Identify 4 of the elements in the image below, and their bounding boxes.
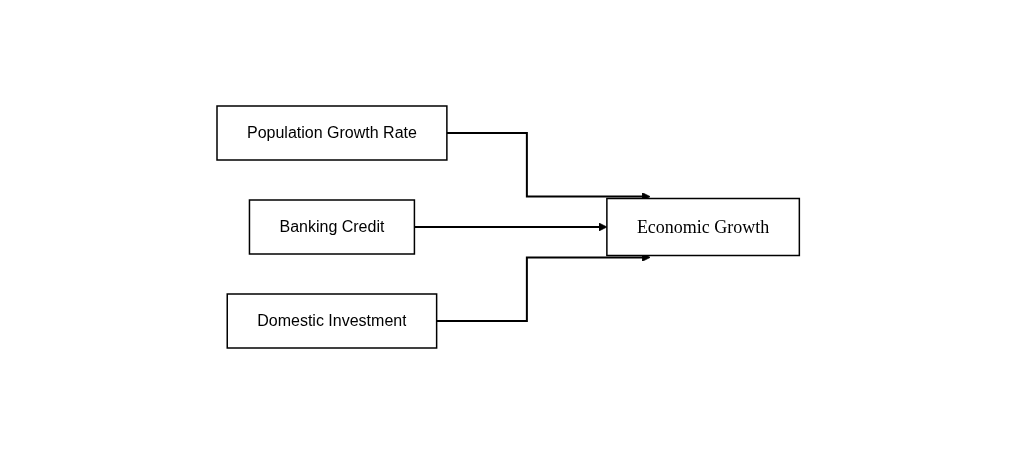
node-box: Population Growth Rate: [216, 104, 448, 161]
node-box: Economic Growth: [605, 197, 800, 256]
node-box: Domestic Investment: [226, 292, 438, 349]
node-box: Banking Credit: [248, 198, 415, 255]
